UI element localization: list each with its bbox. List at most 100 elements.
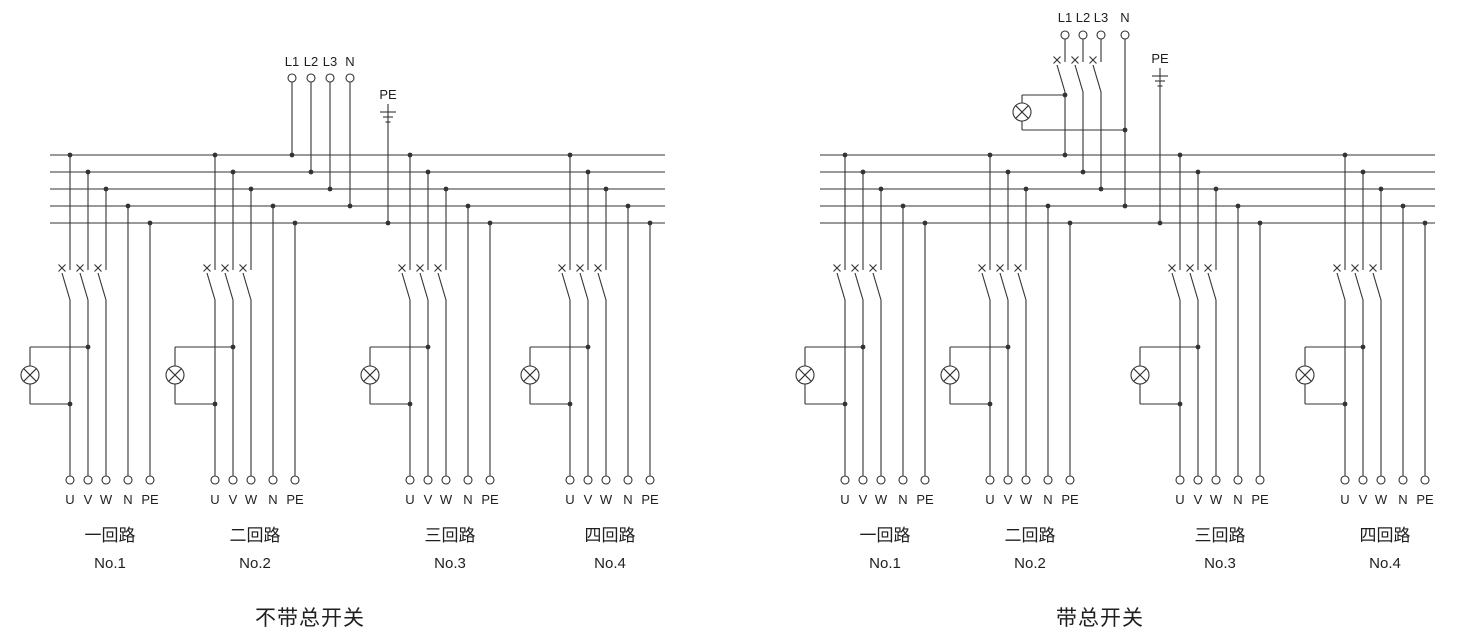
terminal-circle — [485, 475, 495, 485]
terminal-circle — [1211, 475, 1221, 485]
terminal-circle — [1120, 30, 1130, 40]
circuit-number: No.1 — [94, 555, 126, 572]
junction-dot — [1062, 92, 1068, 98]
terminal-label: PE — [1061, 492, 1079, 507]
breaker-blade — [981, 272, 991, 301]
circuit-name: 三回路 — [425, 526, 476, 545]
breaker-cross — [833, 264, 841, 272]
terminal-circle — [1065, 475, 1075, 485]
breaker-cross — [416, 264, 424, 272]
circuit-number: No.4 — [594, 555, 626, 572]
breaker-cross — [76, 264, 84, 272]
breaker-icon — [398, 264, 411, 301]
terminal-label: U — [1175, 492, 1184, 507]
terminal-label: PE — [1416, 492, 1434, 507]
terminal-circle — [101, 475, 111, 485]
terminal-circle — [1376, 475, 1386, 485]
breaker-blade — [836, 272, 846, 301]
terminal-label: N — [123, 492, 132, 507]
terminal-circle — [145, 475, 155, 485]
terminal-circle — [920, 475, 930, 485]
breaker-icon — [203, 264, 216, 301]
junction-dot — [1122, 203, 1128, 209]
terminal-circle — [858, 475, 868, 485]
breaker-blade — [1056, 64, 1066, 93]
circuit-name: 一回路 — [85, 526, 136, 545]
terminal-label: W — [1210, 492, 1223, 507]
terminal-circle — [876, 475, 886, 485]
terminal-circle — [985, 475, 995, 485]
terminal-circle — [565, 475, 575, 485]
junction-dot — [1342, 401, 1348, 407]
terminal-circle — [123, 475, 133, 485]
breaker-cross — [978, 264, 986, 272]
terminal-label: PE — [641, 492, 659, 507]
terminal-circle — [645, 475, 655, 485]
phase-label: L1 — [285, 54, 299, 69]
breaker-cross — [1014, 264, 1022, 272]
lamp-cross — [23, 368, 37, 382]
breaker-cross — [58, 264, 66, 272]
circuit-name: 三回路 — [1195, 526, 1246, 545]
breaker-blade — [561, 272, 571, 301]
breaker-blade — [97, 272, 107, 301]
breaker-icon — [558, 264, 571, 301]
terminal-circle — [1175, 475, 1185, 485]
lamp-circle — [1295, 365, 1315, 385]
terminal-label: U — [1340, 492, 1349, 507]
junction-dot — [327, 186, 333, 192]
breaker-cross — [1351, 264, 1359, 272]
circuit-name: 一回路 — [860, 526, 911, 545]
terminal-label: N — [1233, 492, 1242, 507]
terminal-circle — [1340, 475, 1350, 485]
breaker-icon — [1369, 264, 1382, 301]
terminal-label: PE — [141, 492, 159, 507]
circuit-number: No.1 — [869, 555, 901, 572]
terminal-circle — [1233, 475, 1243, 485]
lamp-cross — [1133, 368, 1147, 382]
diagram-caption-with-main-switch: 带总开关 — [1056, 607, 1144, 630]
breaker-icon — [1053, 56, 1066, 93]
breaker-cross — [239, 264, 247, 272]
diagram-caption-without-main-switch: 不带总开关 — [255, 607, 365, 630]
terminal-circle — [210, 475, 220, 485]
lamp-circle — [1012, 102, 1032, 122]
breaker-icon — [1168, 264, 1181, 301]
terminal-label: W — [600, 492, 613, 507]
terminal-circle — [623, 475, 633, 485]
lamp-cross — [798, 368, 812, 382]
breaker-cross — [576, 264, 584, 272]
breaker-blade — [79, 272, 89, 301]
junction-dot — [1157, 220, 1163, 226]
breaker-blade — [1372, 272, 1382, 301]
lamp-circle — [520, 365, 540, 385]
breaker-cross — [1071, 56, 1079, 64]
terminal-circle — [228, 475, 238, 485]
breaker-blade — [579, 272, 589, 301]
breaker-blade — [206, 272, 216, 301]
terminal-circle — [1255, 475, 1265, 485]
lamp-cross — [523, 368, 537, 382]
bus-lines — [820, 154, 1435, 224]
breaker-blade — [224, 272, 234, 301]
breaker-blade — [854, 272, 864, 301]
lamp-circle — [1130, 365, 1150, 385]
breaker-blade — [1189, 272, 1199, 301]
circuit-name: 四回路 — [585, 526, 636, 545]
breaker-cross — [1186, 264, 1194, 272]
terminal-label: V — [229, 492, 238, 507]
terminal-label: W — [100, 492, 113, 507]
phase-label: L3 — [1094, 10, 1108, 25]
breaker-blade — [999, 272, 1009, 301]
junction-dot — [1177, 401, 1183, 407]
terminal-circle — [268, 475, 278, 485]
terminal-circle — [306, 73, 316, 83]
indicator-lamp-icon — [165, 365, 185, 385]
lamp-cross — [168, 368, 182, 382]
